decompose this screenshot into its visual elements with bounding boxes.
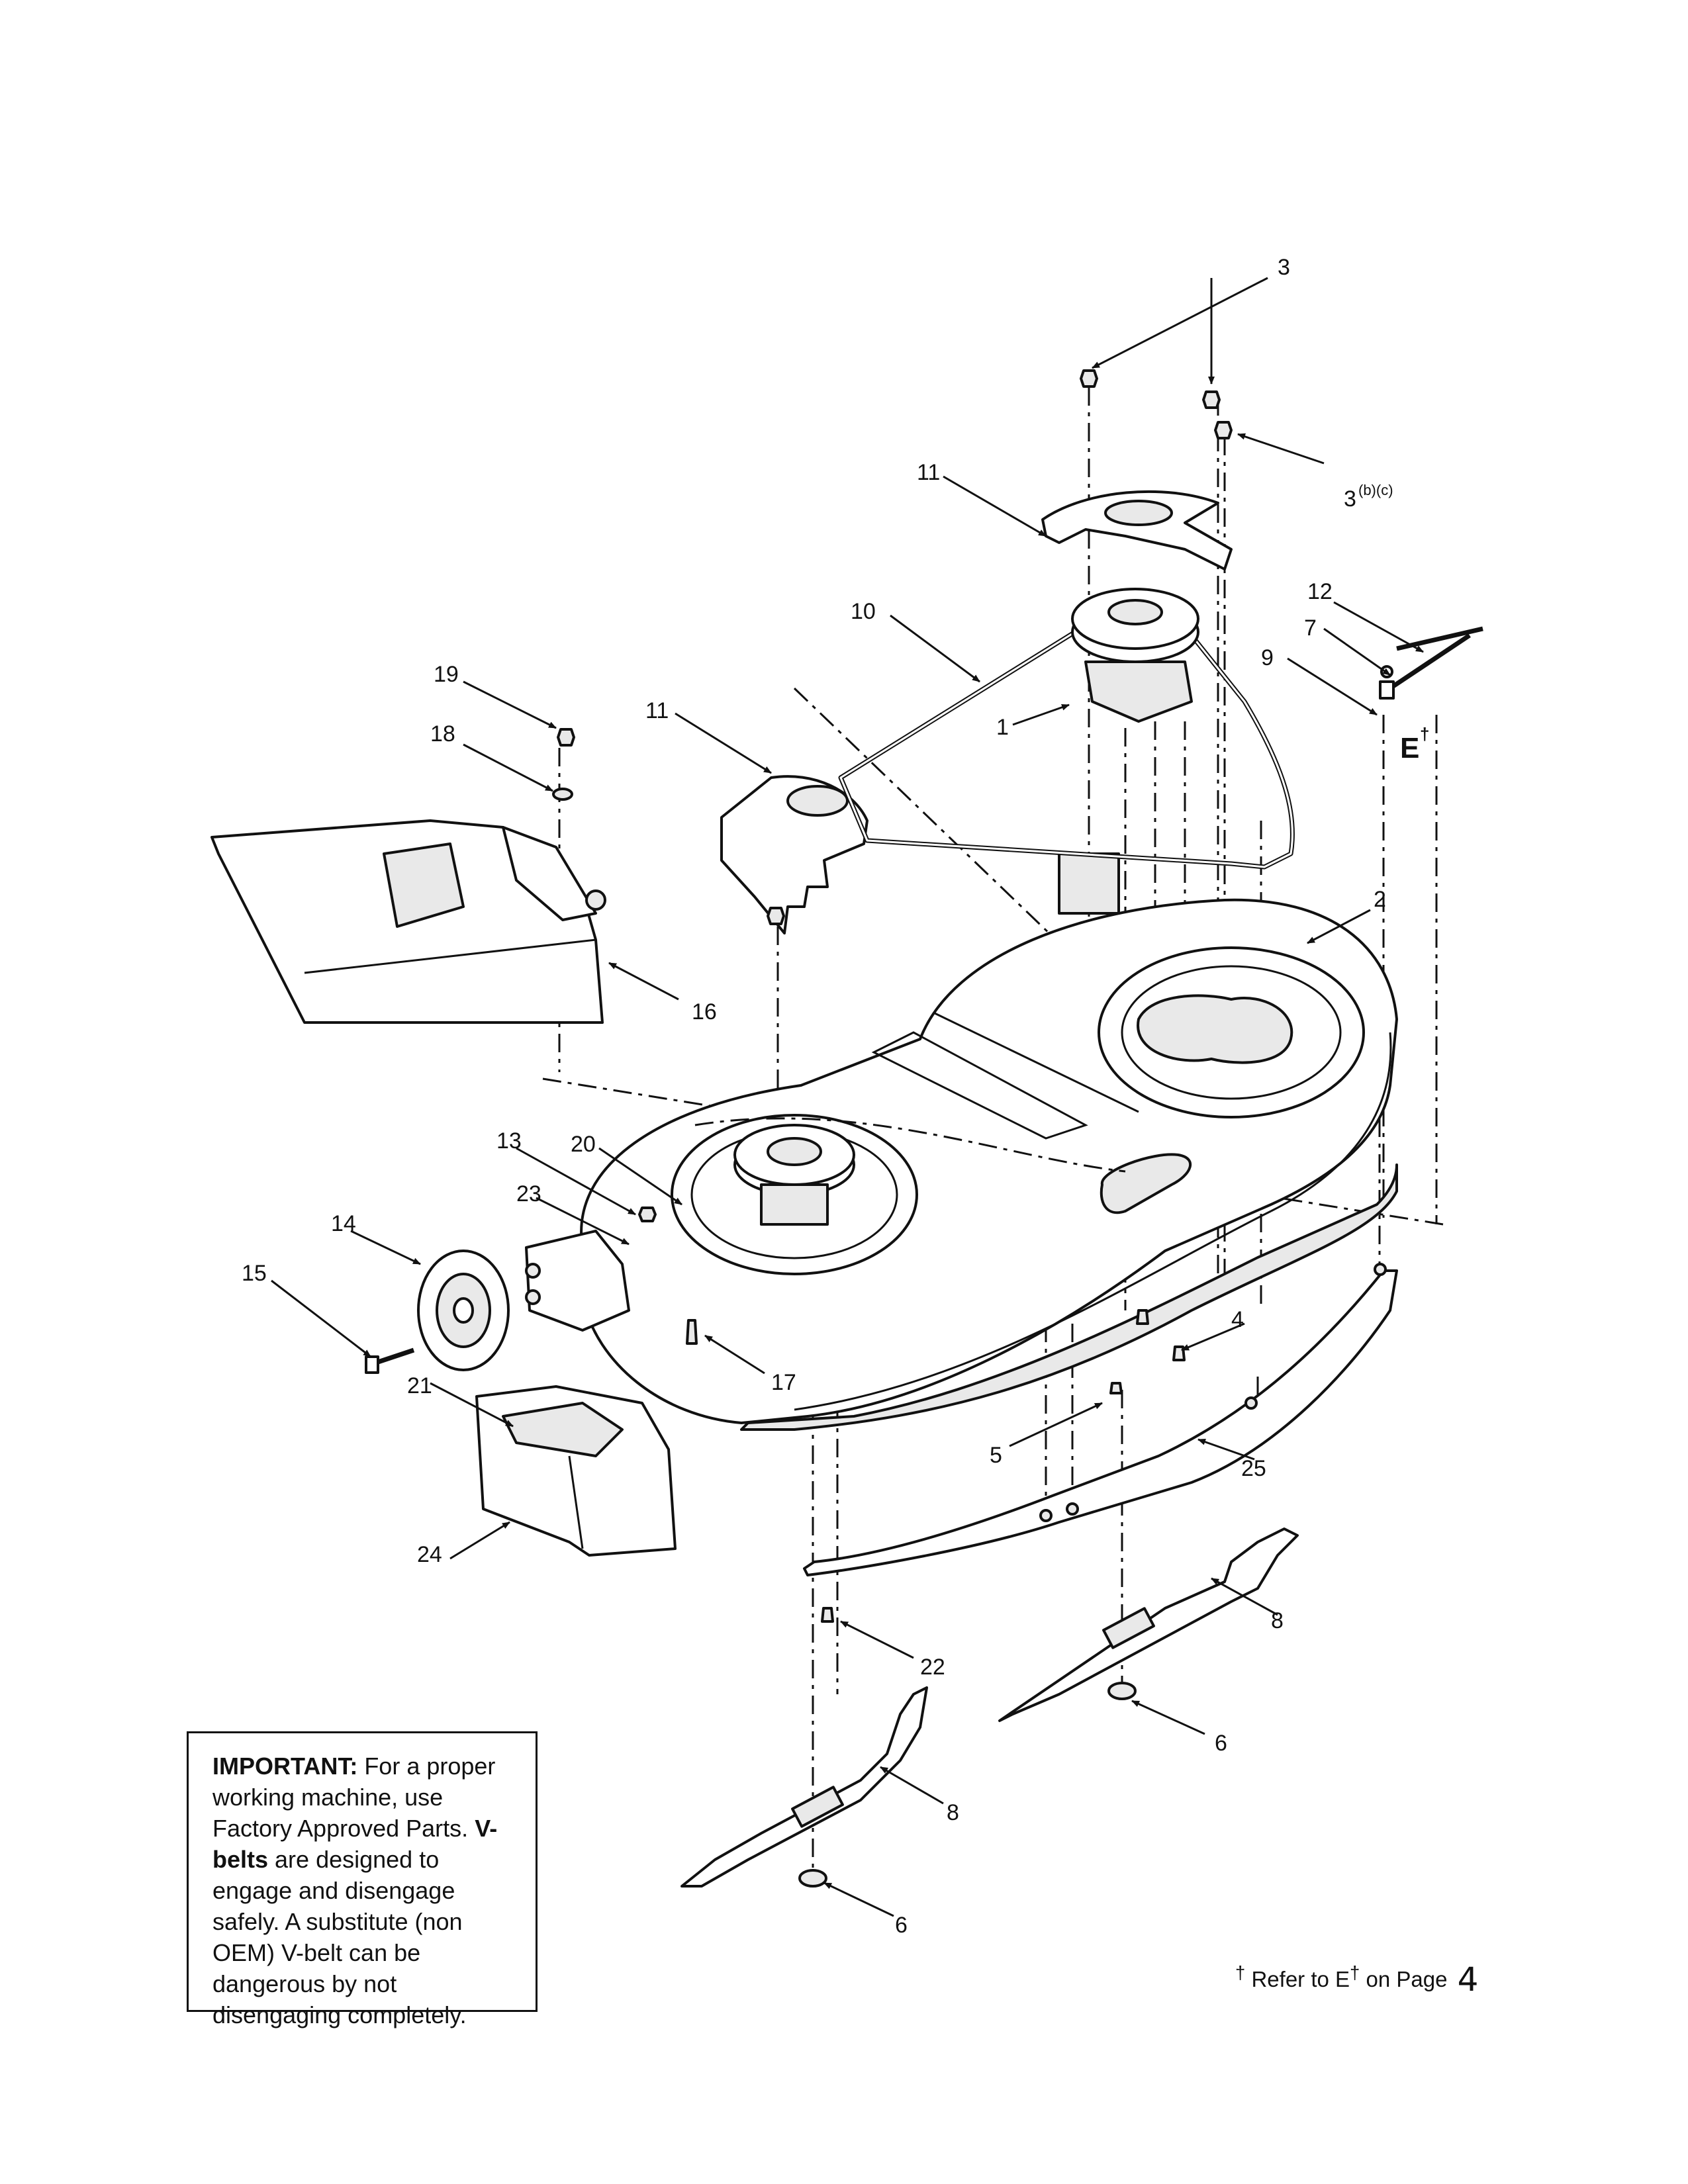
callout-23: 23 (516, 1181, 541, 1206)
e-marker: E (1400, 732, 1419, 764)
callout-labels: 3 3 (b)(c) 11 10 1 12 7 9 11 19 18 2 16 … (242, 255, 1429, 1938)
callout-25: 25 (1241, 1456, 1266, 1481)
callout-22: 22 (920, 1655, 945, 1680)
refer-dagger: † (1235, 1962, 1246, 1983)
blade-left (680, 1686, 928, 1888)
e-marker-dagger: † (1420, 724, 1429, 744)
callout-15: 15 (242, 1261, 267, 1286)
right-spindle-housing (1058, 852, 1120, 915)
notice-text-1: For a proper working machine, use Factor… (212, 1752, 496, 1842)
idler-pulley-assembly (1071, 588, 1199, 723)
callout-20: 20 (571, 1132, 596, 1157)
belt-guard-left (720, 775, 868, 934)
callout-17: 17 (771, 1370, 796, 1395)
callout-8-left: 8 (947, 1800, 959, 1825)
callout-14: 14 (331, 1211, 356, 1236)
callout-6-right: 6 (1215, 1731, 1227, 1756)
callout-21: 21 (407, 1373, 432, 1398)
callout-6-left: 6 (895, 1913, 908, 1938)
important-notice-box: IMPORTANT: For a proper working machine,… (187, 1731, 538, 2028)
callout-3b-sup: (b)(c) (1358, 482, 1393, 498)
callout-13: 13 (496, 1128, 522, 1154)
hardware (552, 369, 1233, 1888)
callout-9: 9 (1261, 645, 1274, 670)
callout-7: 7 (1304, 615, 1317, 641)
notice-vbelts: V-belts (212, 1815, 498, 1873)
refer-text-2: on Page (1360, 1967, 1454, 1991)
mower-deck-shell (580, 898, 1398, 1431)
callout-18: 18 (430, 721, 455, 747)
callout-3: 3 (1278, 255, 1290, 280)
callout-8-right: 8 (1271, 1608, 1284, 1633)
callout-16: 16 (692, 999, 717, 1024)
gauge-wheel-bracket (525, 1230, 630, 1332)
gauge-wheel (417, 1250, 510, 1371)
notice-heading: IMPORTANT: (212, 1752, 358, 1780)
discharge-chute (211, 819, 606, 1024)
refer-sup: † (1350, 1962, 1360, 1983)
callout-2: 2 (1374, 887, 1386, 912)
callout-leaders (271, 277, 1424, 1917)
callout-5: 5 (990, 1443, 1002, 1468)
deflector-shield (475, 1385, 677, 1557)
callout-11-left: 11 (645, 698, 669, 723)
callout-1: 1 (996, 715, 1009, 740)
refer-text-1: Refer to E (1245, 1967, 1350, 1991)
blade-right (998, 1527, 1299, 1722)
callout-4: 4 (1231, 1307, 1244, 1332)
refer-to-page-note: † Refer to E† on Page 4 (1235, 1960, 1478, 1999)
left-spindle-pulley (733, 1124, 855, 1226)
callout-10: 10 (851, 599, 876, 624)
callout-24: 24 (417, 1542, 442, 1567)
belt-guard-right (1041, 490, 1233, 570)
callout-3b: 3 (1344, 486, 1356, 512)
notice-text-2: are designed to engage and disengage saf… (212, 1846, 467, 2028)
shoulder-bolt (365, 1347, 415, 1374)
callout-19: 19 (434, 662, 459, 687)
refer-page-number: 4 (1457, 1960, 1479, 1999)
deck-baffle (803, 1263, 1398, 1576)
callout-11-right: 11 (917, 460, 940, 485)
idler-linkage-rod (1379, 626, 1483, 700)
callout-12: 12 (1307, 579, 1333, 604)
